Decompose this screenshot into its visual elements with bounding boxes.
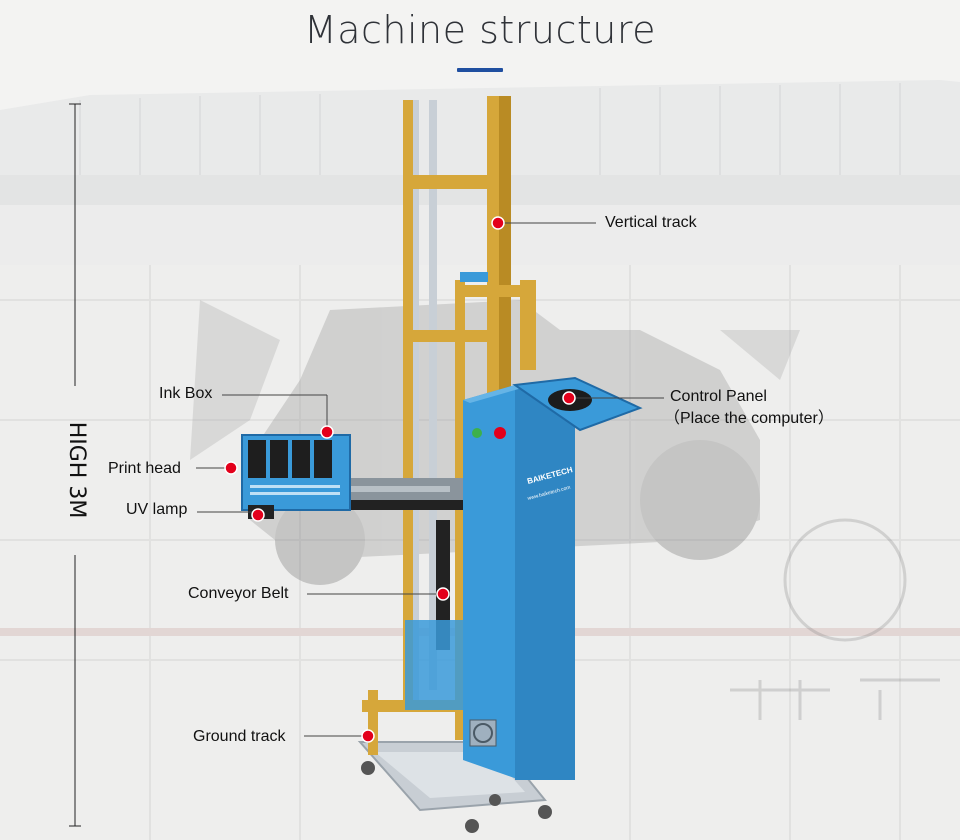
marker-uv-lamp bbox=[251, 508, 265, 522]
label-uv-lamp: UV lamp bbox=[126, 501, 188, 518]
marker-vertical-track bbox=[491, 216, 505, 230]
marker-ground-track bbox=[361, 729, 375, 743]
marker-ink-box bbox=[320, 425, 334, 439]
leader-lines bbox=[196, 222, 664, 737]
print-head-assembly bbox=[241, 434, 351, 519]
conveyor-chain bbox=[436, 520, 450, 650]
label-control-panel: Control Panel bbox=[670, 388, 767, 405]
label-ink-box: Ink Box bbox=[159, 385, 213, 402]
marker-conveyor-belt bbox=[436, 587, 450, 601]
label-control-panel-sub: （Place the computer） bbox=[664, 410, 834, 427]
label-ground-track: Ground track bbox=[193, 728, 286, 745]
height-label: HIGH 3M bbox=[64, 421, 89, 519]
title-underline bbox=[457, 68, 503, 72]
main-cabinet bbox=[463, 385, 575, 780]
label-conveyor-belt: Conveyor Belt bbox=[188, 585, 289, 602]
marker-print-head bbox=[224, 461, 238, 475]
dimension-line bbox=[69, 103, 81, 827]
callout-markers bbox=[224, 216, 576, 743]
mural-sketch bbox=[730, 518, 940, 720]
horizontal-arm bbox=[335, 478, 485, 510]
roof-lines bbox=[79, 83, 901, 175]
marker-control-panel bbox=[562, 391, 576, 405]
label-vertical-track: Vertical track bbox=[605, 214, 697, 231]
label-print-head: Print head bbox=[108, 460, 181, 477]
page-title: Machine structure bbox=[303, 8, 657, 52]
